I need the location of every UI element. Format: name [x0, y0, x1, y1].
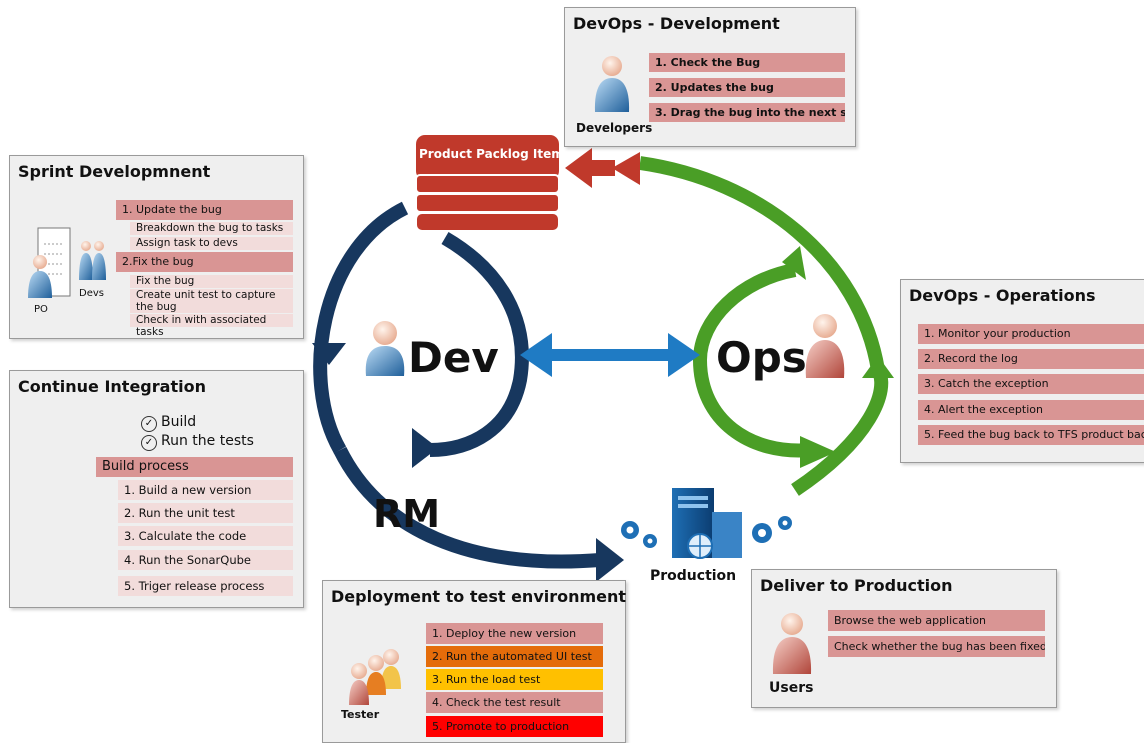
- feedback-arrow: [565, 148, 640, 188]
- ops-label: Ops: [716, 333, 807, 382]
- check-circle-icon: ✓: [141, 435, 157, 451]
- check-label: Run the tests: [161, 433, 254, 449]
- backlog-title: Product Packlog Items: [419, 147, 571, 161]
- ops-person-icon: [805, 314, 845, 378]
- dev-label: Dev: [408, 333, 499, 382]
- sprint-item-1: 1. Update the bug: [116, 200, 293, 220]
- build-step: 2. Run the unit test: [118, 503, 293, 523]
- panel-title: DevOps - Development: [573, 14, 780, 33]
- backlog-stack: [415, 135, 560, 232]
- po-devs-icon: [28, 227, 106, 298]
- dev-ops-link-arrow: [520, 333, 700, 377]
- check-tests: ✓Run the tests: [141, 433, 254, 451]
- sprint-development-panel: Sprint Developmnent PO Devs 1. Update th…: [9, 155, 304, 339]
- sprint-subitem: Create unit test to capture the bug: [130, 289, 293, 313]
- check-build: ✓Build: [141, 414, 196, 432]
- production-label: Production: [650, 568, 737, 584]
- check-circle-icon: ✓: [141, 416, 157, 432]
- panel-title: Deliver to Production: [760, 576, 953, 595]
- deliver-production-panel: Deliver to Production Users Browse the w…: [751, 569, 1057, 708]
- panel-title: DevOps - Operations: [909, 286, 1096, 305]
- tester-label: Tester: [341, 708, 380, 721]
- dev-cycle-arc: [313, 201, 601, 569]
- dev-person-icon: [365, 321, 405, 376]
- panel-title: Deployment to test environment: [331, 587, 627, 606]
- users-label: Users: [769, 680, 814, 696]
- ops-item: 1. Monitor your production: [918, 324, 1144, 344]
- build-step: 4. Run the SonarQube: [118, 550, 293, 570]
- ops-item: 3. Catch the exception: [918, 374, 1144, 394]
- ops-arrowhead-top: [782, 246, 806, 280]
- deploy-item: 5. Promote to production: [426, 716, 603, 737]
- deploy-item: 4. Check the test result: [426, 692, 603, 713]
- tester-group-icon: [349, 649, 401, 705]
- panel-title: Continue Integration: [18, 377, 206, 396]
- dev-item-2: 2. Updates the bug: [649, 78, 845, 97]
- developers-label: Developers: [576, 121, 653, 135]
- build-step: 5. Triger release process: [118, 576, 293, 596]
- ops-arrowhead-right: [862, 356, 894, 378]
- ops-item: 5. Feed the bug back to TFS product back…: [918, 425, 1144, 445]
- rm-label: RM: [373, 492, 441, 536]
- panel-title: Sprint Developmnent: [18, 162, 211, 181]
- build-process-header: Build process: [96, 457, 293, 477]
- sprint-subitem: Breakdown the bug to tasks: [130, 222, 293, 235]
- ops-cycle-arc: [639, 156, 889, 496]
- dev-arrowhead-inner: [412, 428, 438, 468]
- developer-person-icon: [594, 56, 630, 112]
- build-step: 1. Build a new version: [118, 480, 293, 500]
- dev-item-1: 1. Check the Bug: [649, 53, 845, 72]
- ops-item: 4. Alert the exception: [918, 400, 1144, 420]
- devops-development-panel: DevOps - Development Developers 1. Check…: [564, 7, 856, 147]
- user-person-icon: [772, 613, 812, 674]
- devs-label: Devs: [79, 288, 104, 299]
- deployment-test-panel: Deployment to test environment Tester 1.…: [322, 580, 626, 743]
- deploy-item: 3. Run the load test: [426, 669, 603, 690]
- devops-operations-panel: DevOps - Operations 1. Monitor your prod…: [900, 279, 1144, 463]
- build-step: 3. Calculate the code coverage: [118, 526, 293, 563]
- ops-arrowhead-bottom: [800, 436, 836, 468]
- dev-item-3: 3. Drag the bug into the next sprint: [649, 103, 845, 122]
- dev-arrowhead-production: [596, 538, 624, 582]
- dev-arrowhead-left: [312, 343, 346, 365]
- ops-item: 2. Record the log: [918, 349, 1144, 369]
- deploy-item: 2. Run the automated UI test: [426, 646, 603, 667]
- sprint-subitem: Check in with associated tasks: [130, 314, 293, 338]
- gear-icon: [621, 516, 792, 548]
- deploy-item: 1. Deploy the new version: [426, 623, 603, 644]
- deliver-item: Check whether the bug has been fixed: [828, 636, 1045, 657]
- server-icon: [672, 488, 742, 559]
- check-label: Build: [161, 414, 197, 430]
- po-label: PO: [34, 304, 48, 315]
- sprint-subitem: Assign task to devs: [130, 237, 293, 250]
- sprint-item-2: 2.Fix the bug: [116, 252, 293, 272]
- deliver-item: Browse the web application: [828, 610, 1045, 631]
- sprint-subitem: Fix the bug: [130, 275, 293, 288]
- continue-integration-panel: Continue Integration ✓Build ✓Run the tes…: [9, 370, 304, 608]
